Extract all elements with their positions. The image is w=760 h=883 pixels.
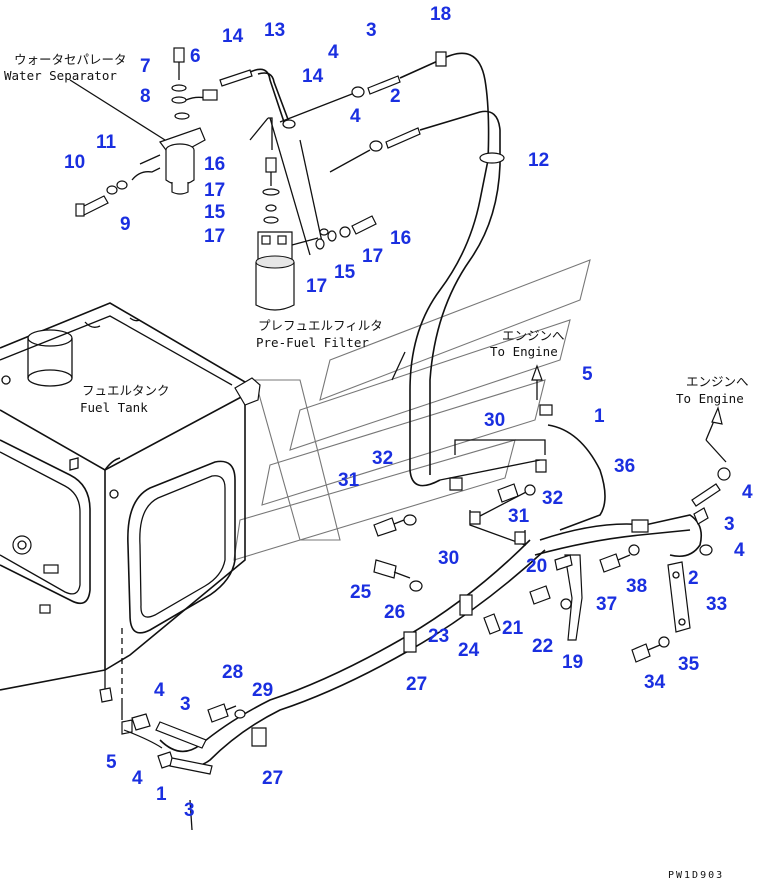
pre-fuel-filter-label-jp: プレフュエルフィルタ	[258, 318, 383, 333]
name-labels: ウォータセパレータ Water Separator プレフュエルフィルタ Pre…	[4, 52, 749, 881]
part-number-callouts: 18 13 14 3 4 7 6 8 14 4 2 12 11 10 9 16 …	[64, 4, 753, 821]
fuel-tank	[0, 302, 261, 703]
part-number: 17	[306, 276, 327, 297]
part-number: 8	[140, 86, 151, 107]
part-number: 19	[562, 652, 583, 673]
part-number: 4	[734, 540, 745, 561]
part-number: 2	[688, 568, 699, 589]
part-number: 4	[154, 680, 165, 701]
part-number: 17	[362, 246, 383, 267]
fuel-tank-label-en: Fuel Tank	[80, 400, 148, 415]
upper-hoses	[219, 68, 421, 256]
part-number: 22	[532, 636, 553, 657]
to-engine-label-en-2: To Engine	[676, 391, 744, 406]
part-number: 23	[428, 626, 449, 647]
part-number: 32	[372, 448, 393, 469]
part-number: 4	[350, 106, 361, 127]
part-number: 36	[614, 456, 635, 477]
part-number: 28	[222, 662, 243, 683]
part-number: 32	[542, 488, 563, 509]
part-number: 12	[528, 150, 549, 171]
to-engine-label-en-1: To Engine	[490, 344, 558, 359]
part-number: 3	[180, 694, 191, 715]
part-number: 17	[204, 180, 225, 201]
part-number: 20	[526, 556, 547, 577]
part-number: 3	[184, 800, 195, 821]
part-number: 2	[390, 86, 401, 107]
part-number: 38	[626, 576, 647, 597]
part-number: 15	[204, 202, 226, 223]
lower-hoses	[121, 351, 572, 831]
part-number: 16	[390, 228, 411, 249]
watermark-logo	[233, 259, 591, 561]
part-number: 18	[430, 4, 451, 25]
part-number: 5	[106, 752, 117, 773]
part-number: 4	[328, 42, 339, 63]
part-number: 30	[438, 548, 459, 569]
part-number: 1	[156, 784, 167, 805]
water-separator-label-en: Water Separator	[4, 68, 117, 83]
part-number: 3	[366, 20, 377, 41]
part-number: 27	[406, 674, 427, 695]
part-number: 3	[724, 514, 735, 535]
part-number: 35	[678, 654, 700, 675]
water-separator-label-jp: ウォータセパレータ	[14, 52, 127, 67]
part-number: 34	[644, 672, 666, 693]
part-number: 14	[222, 26, 244, 47]
part-number: 10	[64, 152, 85, 173]
part-number: 26	[384, 602, 405, 623]
part-number: 4	[742, 482, 753, 503]
part-number: 31	[508, 506, 530, 527]
part-number: 25	[350, 582, 372, 603]
part-number: 30	[484, 410, 505, 431]
part-number: 16	[204, 154, 225, 175]
part-number: 4	[132, 768, 143, 789]
engine-connections	[531, 364, 731, 663]
to-engine-label-jp-1: エンジンへ	[502, 328, 565, 343]
part-number: 24	[458, 640, 480, 661]
part-number: 6	[190, 46, 201, 67]
pre-fuel-filter	[255, 157, 377, 311]
part-number: 27	[262, 768, 283, 789]
part-number: 13	[264, 20, 285, 41]
part-number: 11	[96, 132, 117, 153]
part-number: 21	[502, 618, 524, 639]
part-number: 1	[594, 406, 605, 427]
drawing-code: PW1D903	[668, 870, 724, 881]
to-engine-label-jp-2: エンジンへ	[686, 374, 749, 389]
fuel-tank-label-jp: フュエルタンク	[82, 383, 170, 398]
part-number: 5	[582, 364, 593, 385]
long-hoses	[399, 51, 547, 546]
part-number: 37	[596, 594, 617, 615]
part-number: 9	[120, 214, 131, 235]
part-number: 14	[302, 66, 324, 87]
part-number: 17	[204, 226, 225, 247]
part-number: 15	[334, 262, 356, 283]
part-number: 33	[706, 594, 727, 615]
pre-fuel-filter-label-en: Pre-Fuel Filter	[256, 335, 369, 350]
part-number: 31	[338, 470, 360, 491]
water-separator	[69, 47, 218, 217]
part-number: 7	[140, 56, 151, 77]
part-number: 29	[252, 680, 273, 701]
